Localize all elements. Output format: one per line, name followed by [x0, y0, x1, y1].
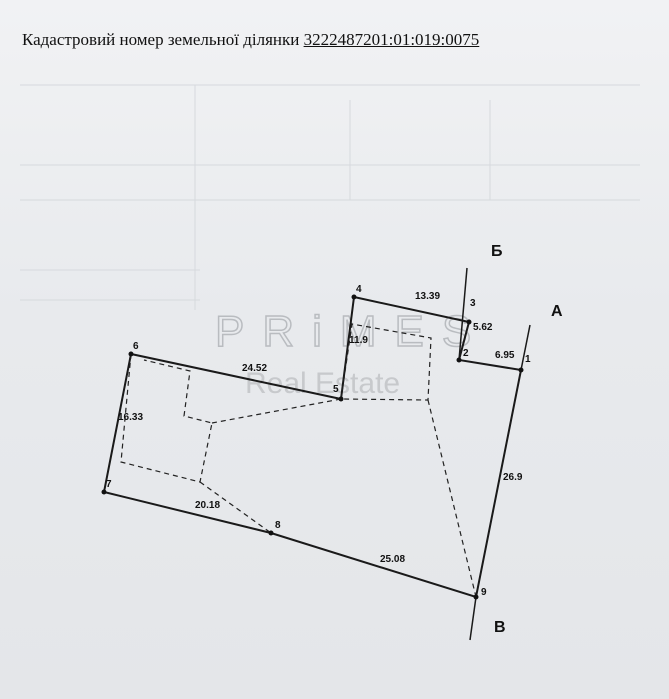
point-label-8: 8 — [275, 520, 281, 531]
building-outlines — [120, 323, 477, 598]
point-label-2: 2 — [463, 348, 469, 359]
point-label-7: 7 — [106, 479, 112, 490]
measure-6-5: 24.52 — [242, 363, 267, 374]
watermark-brand: PRiMES — [215, 307, 489, 356]
measure-7-6: 16.33 — [118, 412, 143, 423]
direction-label-v: В — [494, 619, 506, 636]
direction-line-b — [458, 267, 468, 361]
point-label-4: 4 — [356, 284, 362, 295]
point-label-9: 9 — [481, 587, 487, 598]
point-label-5: 5 — [333, 384, 339, 395]
measure-8-7: 20.18 — [195, 500, 220, 511]
direction-line-v — [469, 596, 477, 641]
direction-label-a: А — [551, 303, 563, 320]
point-label-6: 6 — [133, 341, 139, 352]
faded-table — [20, 84, 640, 310]
measure-4-3: 13.39 — [415, 291, 440, 302]
measure-3-2: 5.62 — [473, 322, 493, 333]
boundary-points — [101, 294, 524, 600]
cadastral-label: Кадастровий номер земельної ділянки — [22, 30, 300, 49]
plot-boundary — [102, 295, 522, 599]
measure-9-8: 25.08 — [380, 554, 405, 565]
measure-2-1: 6.95 — [495, 350, 515, 361]
measure-5-4: 11.9 — [349, 335, 368, 346]
cadastral-number: 3222487201:01:019:0075 — [303, 30, 480, 49]
page-title: Кадастровий номер земельної ділянки 3222… — [22, 30, 479, 50]
direction-label-b: Б — [491, 243, 503, 260]
measure-1-9: 26.9 — [503, 472, 523, 483]
point-label-3: 3 — [470, 298, 476, 309]
direction-line-a — [520, 324, 531, 371]
point-label-1: 1 — [525, 354, 531, 365]
